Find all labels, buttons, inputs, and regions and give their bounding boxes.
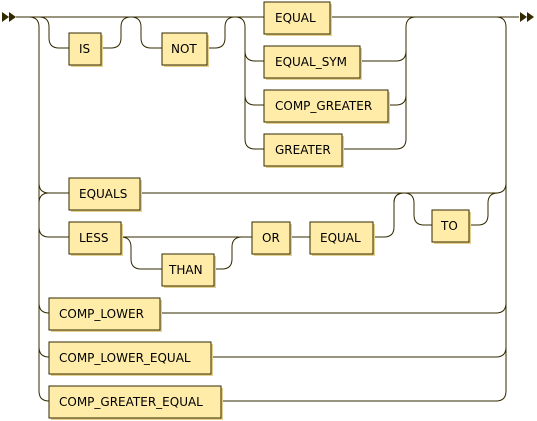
- terminal-comp-greater: COMP_GREATER: [263, 89, 390, 124]
- terminal-comp-lower-equal-label: COMP_LOWER_EQUAL: [59, 351, 191, 365]
- terminal-comp-lower-label: COMP_LOWER: [59, 307, 144, 321]
- terminal-greater: GREATER: [263, 133, 344, 168]
- terminal-to: TO: [431, 209, 471, 244]
- terminal-than: THAN: [161, 253, 216, 288]
- terminal-or-label: OR: [262, 231, 280, 245]
- terminal-equal-label: EQUAL: [275, 11, 316, 25]
- terminal-is: IS: [68, 32, 103, 67]
- terminal-comp-lower: COMP_LOWER: [48, 297, 162, 332]
- terminal-equal: EQUAL: [263, 1, 332, 36]
- rail-lines: [16, 16, 519, 402]
- start-marker-icon: [2, 12, 16, 22]
- terminal-not-label: NOT: [171, 42, 197, 56]
- terminal-comp-lower-equal: COMP_LOWER_EQUAL: [48, 341, 213, 376]
- terminal-less: LESS: [68, 221, 123, 256]
- terminal-equal-2: EQUAL: [309, 221, 375, 256]
- terminal-equals: EQUALS: [68, 177, 142, 212]
- end-marker-icon: [520, 12, 534, 22]
- terminal-equals-label: EQUALS: [79, 187, 127, 201]
- terminal-comp-greater-equal-label: COMP_GREATER_EQUAL: [59, 395, 203, 409]
- terminal-less-label: LESS: [79, 231, 109, 245]
- terminal-or: OR: [251, 221, 292, 256]
- terminal-is-label: IS: [79, 42, 90, 56]
- terminal-to-label: TO: [440, 219, 458, 233]
- terminal-equal-sym: EQUAL_SYM: [263, 45, 362, 80]
- terminal-comp-greater-equal: COMP_GREATER_EQUAL: [48, 385, 223, 420]
- terminal-comp-greater-label: COMP_GREATER: [275, 99, 372, 113]
- terminal-greater-label: GREATER: [275, 143, 331, 157]
- terminal-equal-2-label: EQUAL: [320, 231, 361, 245]
- terminal-not: NOT: [161, 32, 209, 67]
- terminal-equal-sym-label: EQUAL_SYM: [275, 55, 347, 69]
- terminal-than-label: THAN: [168, 263, 203, 277]
